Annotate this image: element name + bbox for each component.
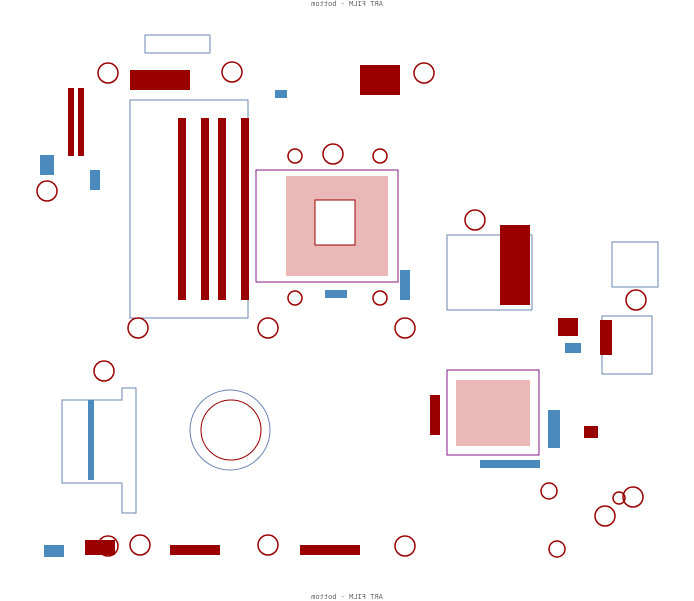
mounting-holes (36, 61, 647, 558)
memory-slots (68, 88, 249, 300)
chipset-bga (446, 318, 598, 456)
smd-components (40, 90, 581, 557)
cooler-mount (189, 389, 271, 471)
passives (85, 65, 612, 555)
cpu-socket (255, 169, 399, 283)
